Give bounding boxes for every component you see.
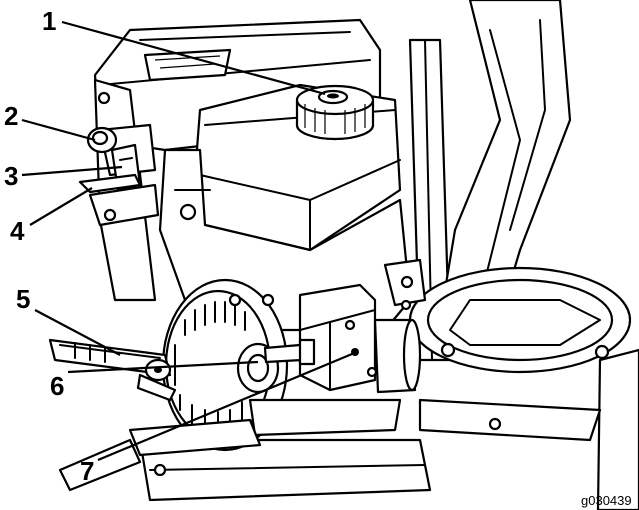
callout-4: 4 (10, 216, 25, 246)
callout-7: 7 (80, 456, 94, 486)
callout-3: 3 (4, 161, 18, 191)
callout-5: 5 (16, 284, 30, 314)
callout-6: 6 (50, 371, 64, 401)
callout-1: 1 (42, 6, 56, 36)
leader-lines (21, 20, 353, 462)
handle-bar (48, 338, 177, 402)
ignition-controls (78, 123, 160, 227)
fuel-cap (295, 84, 375, 141)
discharge-chute (408, 0, 639, 510)
figure-id: g030439 (581, 493, 632, 508)
callout-2: 2 (4, 101, 18, 131)
base-frame (58, 418, 262, 492)
electric-starter (248, 283, 422, 437)
